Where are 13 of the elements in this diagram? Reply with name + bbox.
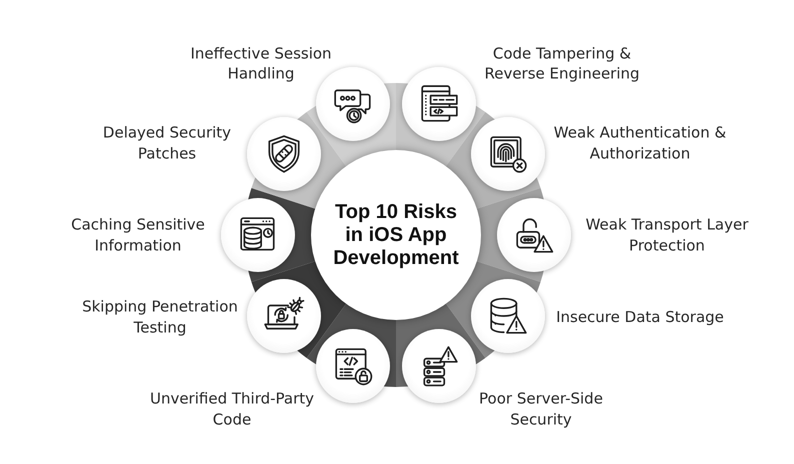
hub-title: Top 10 Risks in iOS App Development [332,200,460,270]
risk-circle [402,66,476,141]
risk-label: Weak Transport Layer Protection [584,214,750,256]
risk-label: Ineffective Session Handling [189,43,333,84]
risk-label: Delayed Security Patches [102,122,232,164]
risk-label: Skipping Penetration Testing [81,296,239,338]
risk-label: Unverified Third-Party Code [148,388,316,430]
risk-circle [316,66,390,141]
risk-label: Poor Server-Side Security [478,388,604,430]
risk-label: Code Tampering & Reverse Engineering [483,43,641,84]
risk-label: Weak Authentication & Authorization [552,122,728,164]
risk-label: Caching Sensitive Information [70,214,206,256]
risk-label: Insecure Data Storage [555,306,725,328]
